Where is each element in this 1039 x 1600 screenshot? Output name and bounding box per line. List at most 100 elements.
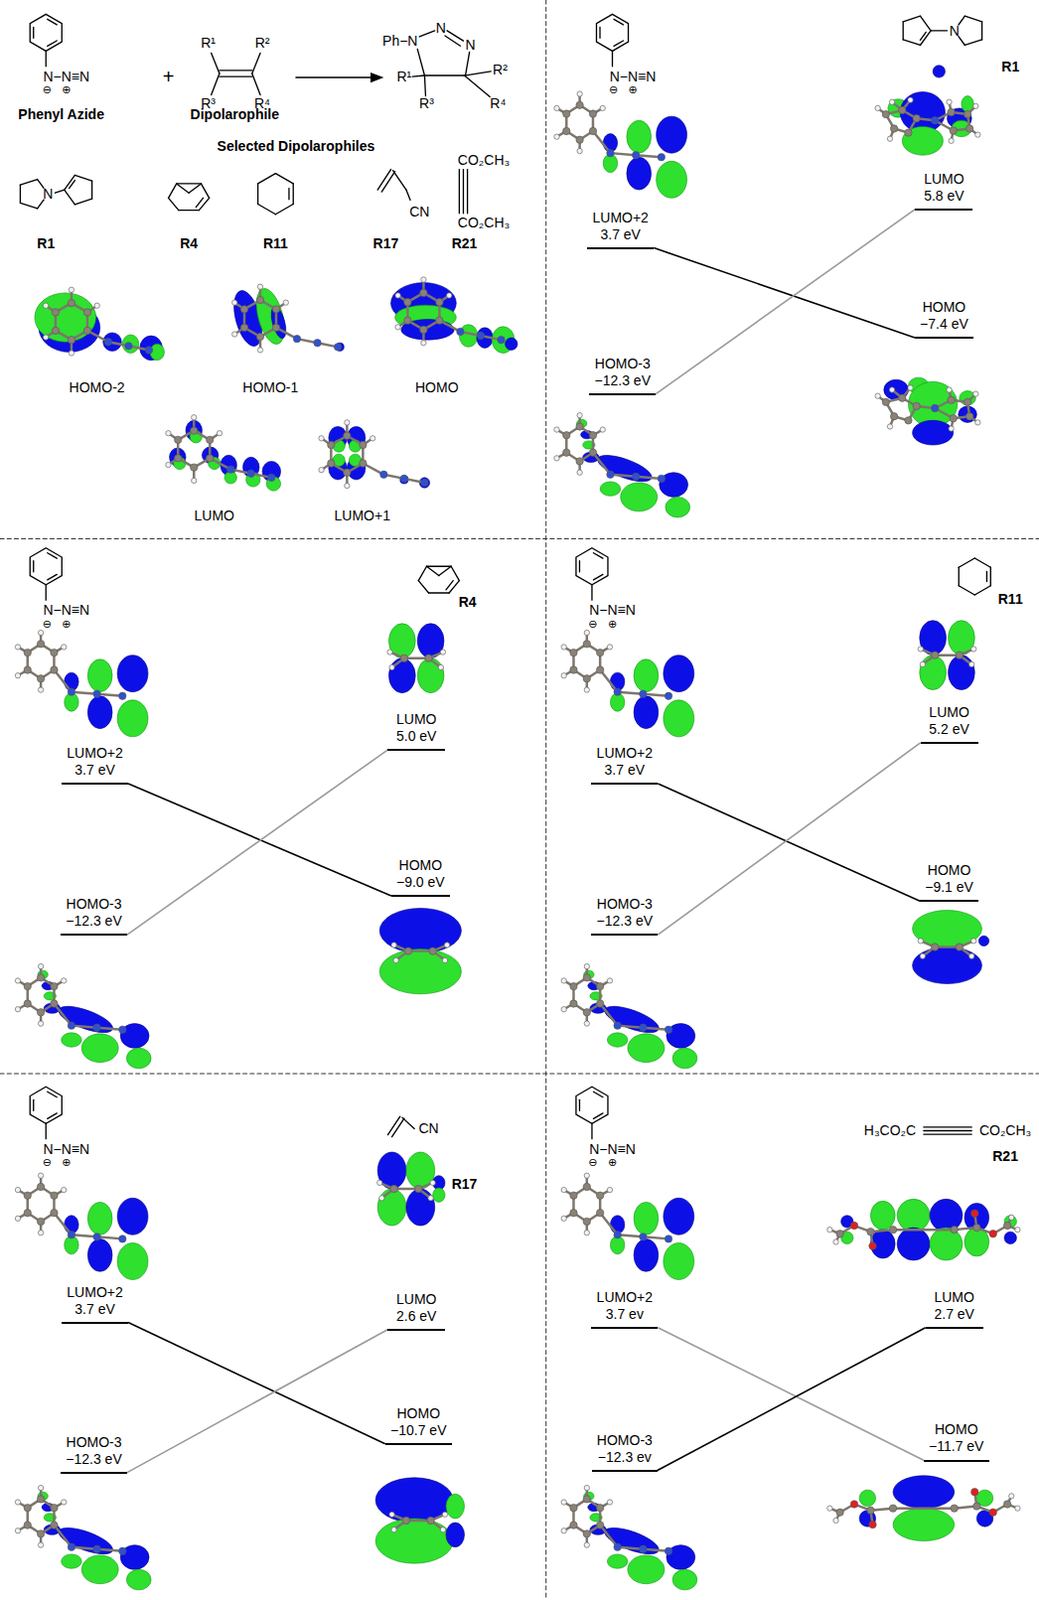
orbital-lobe	[445, 1493, 464, 1519]
bond-line	[252, 52, 261, 74]
atom	[389, 664, 395, 670]
atom	[584, 687, 590, 693]
atom-bond	[892, 1506, 955, 1509]
atom	[50, 1503, 58, 1511]
atom	[554, 105, 560, 111]
orbital-lobe	[61, 1033, 83, 1047]
orbital-lobe	[978, 935, 989, 946]
panel-separator	[545, 0, 547, 1600]
atom	[14, 644, 20, 650]
atom	[446, 293, 452, 298]
atom	[836, 1508, 844, 1516]
atom	[971, 646, 977, 652]
atom	[404, 947, 412, 955]
structure-label: N	[436, 19, 446, 36]
orbital-lobe	[55, 1522, 116, 1560]
atom	[83, 326, 91, 334]
orbital-name: LUMO+2	[65, 744, 125, 762]
orbital-lobe	[433, 1187, 446, 1202]
atom	[23, 648, 31, 656]
bond-line	[381, 171, 395, 193]
orbital-lobe	[445, 1522, 464, 1548]
atom	[904, 417, 912, 425]
atom	[440, 649, 446, 655]
bond-line	[293, 183, 295, 205]
atom	[119, 1235, 127, 1243]
molecule-name: Phenyl Azide	[17, 106, 105, 123]
bond-line	[417, 48, 425, 76]
interaction-line	[657, 742, 920, 935]
atom	[1015, 1226, 1021, 1232]
molecule-name: R1	[36, 234, 55, 251]
atom	[969, 953, 975, 959]
atom	[583, 974, 591, 982]
atom	[42, 302, 48, 308]
atom	[947, 108, 955, 116]
atom	[887, 424, 892, 430]
atom	[973, 103, 979, 109]
atom	[606, 644, 612, 650]
atom	[50, 982, 58, 990]
charge-symbol: ⊕	[61, 1156, 71, 1170]
atom	[61, 644, 67, 650]
atom	[174, 454, 182, 462]
orbital-name: LUMO+2	[591, 209, 650, 227]
energy-level: LUMO5.8 eV	[914, 170, 973, 211]
atom	[67, 688, 75, 696]
orbital-lobe	[620, 482, 658, 512]
orbital-lobe	[633, 1201, 659, 1235]
atom	[206, 436, 214, 444]
atom	[37, 1484, 43, 1490]
orbital-name: HOMO-3	[593, 355, 652, 373]
bond-line	[74, 198, 92, 205]
orbital-lobe	[379, 907, 461, 953]
energy-value: −12.3 eV	[64, 1451, 124, 1469]
bond-line	[47, 1113, 57, 1119]
energy-level: HOMO−10.7 eV	[385, 1405, 452, 1446]
atom	[37, 1021, 43, 1027]
atom	[50, 1191, 58, 1199]
atom	[256, 296, 264, 303]
structure-label: LUMO	[194, 507, 235, 524]
atom	[37, 963, 43, 969]
atom	[606, 148, 614, 156]
atom	[561, 1215, 567, 1221]
atom	[191, 415, 197, 421]
bond-line	[64, 189, 76, 205]
atom	[971, 1209, 979, 1217]
atom	[576, 136, 584, 144]
structure-label: CO₂CH₃	[457, 151, 510, 168]
atom-bond	[53, 1004, 71, 1027]
atom	[971, 938, 977, 944]
orbital-lobe	[87, 659, 113, 693]
atom	[561, 1187, 567, 1192]
atom	[947, 396, 955, 404]
atom	[595, 982, 603, 990]
atom	[595, 1000, 603, 1008]
bond-line	[69, 180, 76, 189]
atom	[554, 427, 560, 433]
bond-line	[424, 75, 426, 97]
atom	[576, 101, 584, 109]
bond-line	[591, 1123, 593, 1139]
atom	[37, 1173, 43, 1179]
orbital-name: HOMO	[918, 298, 970, 316]
energy-level: LUMO+23.7 eV	[587, 209, 654, 250]
atom	[404, 316, 412, 324]
atom	[1003, 1500, 1011, 1508]
molecule-name: R17	[373, 234, 400, 251]
atom	[119, 1026, 127, 1034]
bond-line	[981, 21, 983, 40]
atom	[599, 427, 605, 433]
atom	[584, 629, 590, 635]
atom	[989, 1508, 997, 1516]
orbital-lobe	[633, 1238, 659, 1272]
orbital-name: HOMO-3	[64, 1434, 124, 1452]
charge-symbol: ⊖	[608, 83, 618, 97]
orbital-lobe	[34, 293, 97, 342]
atom	[272, 305, 280, 313]
atom	[232, 299, 238, 305]
bond-line	[37, 199, 44, 209]
atom	[584, 963, 590, 969]
bond-line	[902, 15, 920, 22]
